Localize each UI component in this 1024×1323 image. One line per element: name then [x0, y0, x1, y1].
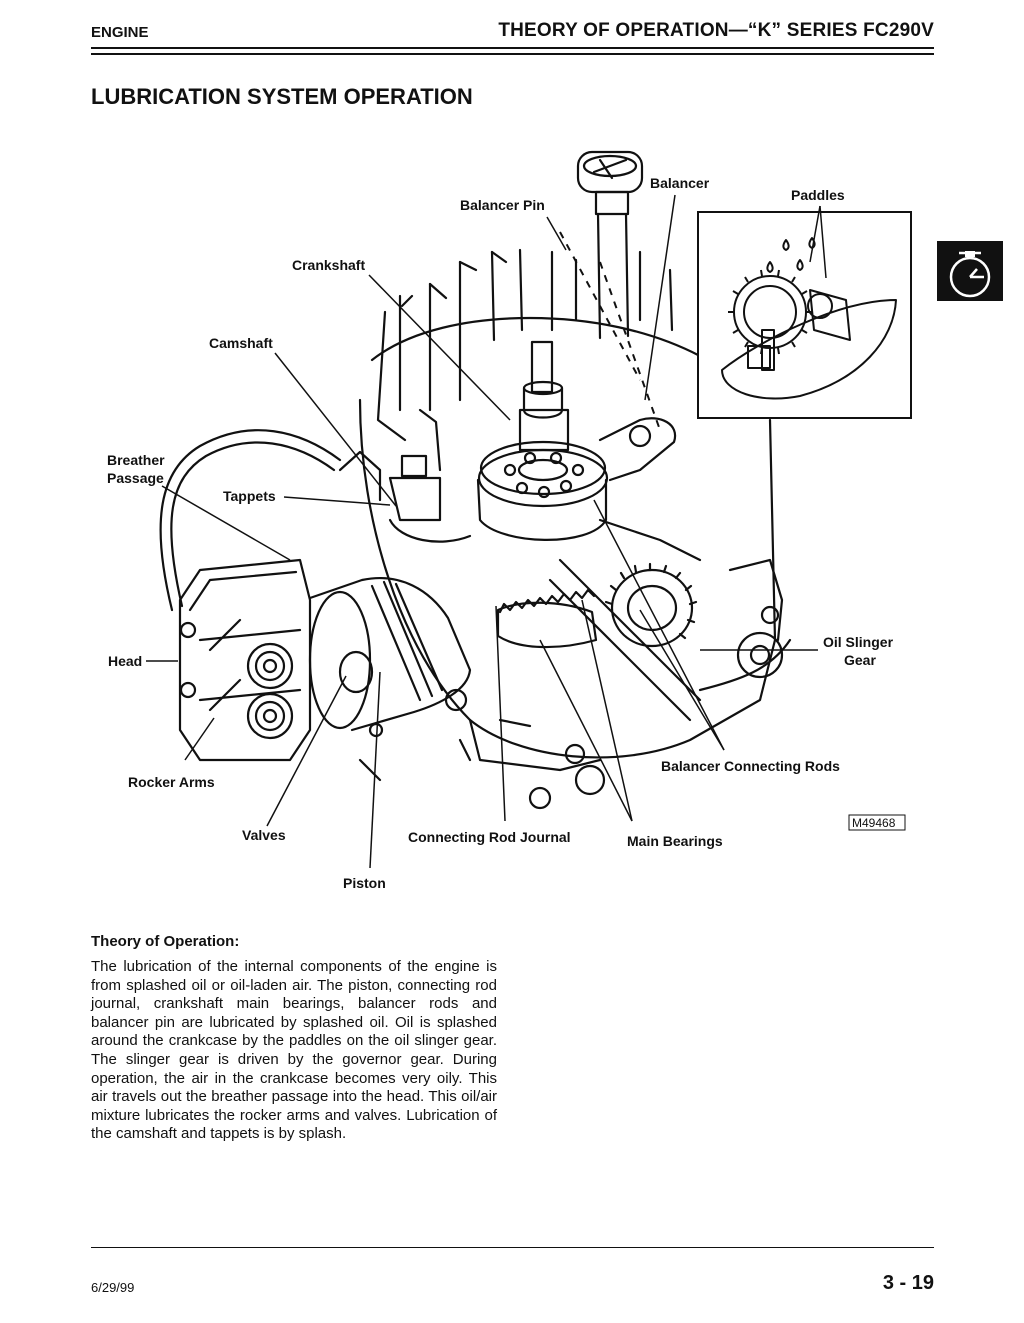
theory-heading: Theory of Operation:	[91, 933, 240, 950]
label-breather-line1: Breather	[107, 452, 165, 468]
label-main-bearings: Main Bearings	[627, 833, 723, 849]
clock-icon	[949, 251, 991, 298]
header-rule-top	[91, 47, 934, 49]
page-number: 3 - 19	[882, 1272, 934, 1294]
figure-id: M49468	[852, 816, 896, 830]
label-camshaft: Camshaft	[209, 335, 273, 351]
leader-lines	[146, 194, 827, 869]
label-tappets: Tappets	[223, 488, 276, 504]
engine-illustration	[159, 150, 792, 810]
label-oil-slinger-line2: Gear	[844, 652, 876, 668]
label-balancer: Balancer	[650, 175, 710, 191]
theory-body: The lubrication of the internal componen…	[91, 958, 497, 1143]
header-rule-bottom	[91, 53, 934, 55]
label-crankshaft: Crankshaft	[292, 257, 365, 273]
label-rocker-arms: Rocker Arms	[128, 774, 215, 790]
footer-date: 6/29/99	[91, 1280, 135, 1295]
section-tab	[937, 241, 1003, 301]
label-piston: Piston	[343, 875, 386, 891]
header-section: ENGINE	[91, 24, 149, 41]
label-valves: Valves	[242, 827, 286, 843]
paddles-detail-inset	[697, 211, 912, 419]
label-connecting-rod-journal: Connecting Rod Journal	[408, 829, 571, 845]
label-balancer-pin: Balancer Pin	[460, 197, 545, 213]
label-breather-line2: Passage	[107, 470, 164, 486]
header-chapter: THEORY OF OPERATION—“K” SERIES FC290V	[498, 20, 934, 41]
label-paddles: Paddles	[791, 187, 845, 203]
label-head: Head	[108, 653, 142, 669]
oil-splash-paths	[559, 231, 661, 431]
label-balancer-connecting-rods: Balancer Connecting Rods	[661, 758, 840, 774]
label-oil-slinger-line1: Oil Slinger	[823, 634, 894, 650]
page-title: LUBRICATION SYSTEM OPERATION	[91, 84, 473, 109]
footer-rule	[91, 1247, 934, 1248]
engine-lubrication-diagram: Balancer Paddles Balancer Pin Crankshaft…	[107, 150, 912, 891]
figure-id-box	[848, 814, 906, 831]
